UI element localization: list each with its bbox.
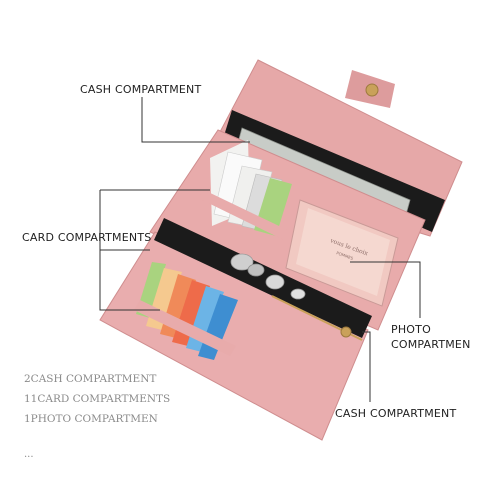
card-slots-upper <box>198 140 300 244</box>
coins <box>230 253 306 300</box>
leader-card <box>99 190 160 311</box>
clasp-button <box>365 83 379 97</box>
spec-list: 2CASH COMPARTMENT 11CARD COMPARTMENTS 1P… <box>24 369 170 429</box>
callout-cash-compartment-bottom: CASH COMPARTMENT <box>335 407 457 420</box>
leader-photo <box>350 261 421 318</box>
spec-item-card: 11CARD COMPARTMENTS <box>24 393 171 405</box>
callout-lines <box>99 97 421 402</box>
spec-item-photo: 1PHOTO COMPARTMEN <box>24 413 158 425</box>
spec-item-cash: 2CASH COMPARTMENT <box>24 373 157 385</box>
bottom-lining <box>154 218 372 338</box>
callout-cash-compartment-top: CASH COMPARTMENT <box>80 83 202 96</box>
zipper-pull <box>340 326 352 338</box>
card-slots-lower <box>134 262 238 360</box>
photo-card-line2: POMMES <box>336 250 355 261</box>
callout-photo-line2: COMPARTMEN <box>391 338 471 351</box>
leader-cash-bottom <box>362 331 371 402</box>
callout-card-compartments: CARD COMPARTMENTS <box>22 231 152 244</box>
callout-photo-compartment: PHOTO COMPARTMEN <box>391 322 471 352</box>
callout-photo-line1: PHOTO <box>391 323 431 336</box>
leader-cash-top <box>141 97 250 143</box>
more-ellipsis: ... <box>24 449 34 460</box>
photo-card <box>296 208 390 296</box>
